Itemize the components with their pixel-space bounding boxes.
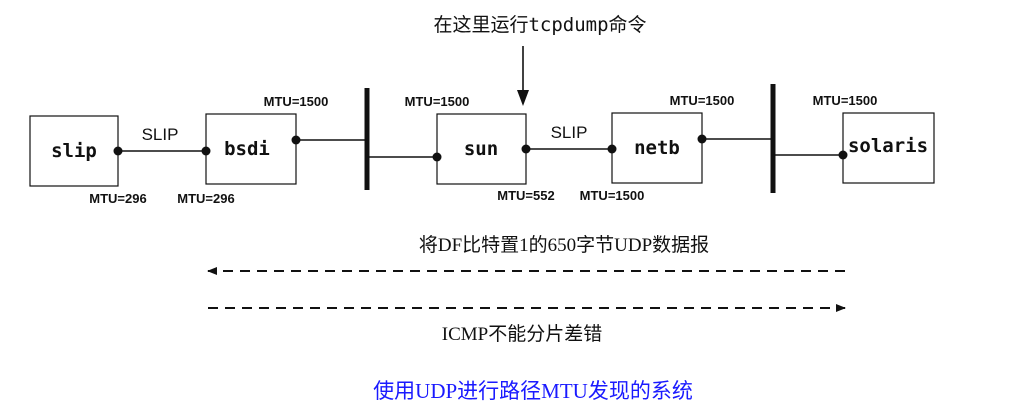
host-label-solaris: solaris: [848, 135, 928, 157]
mtu-label-netb-eth: MTU=1500: [670, 93, 735, 108]
link-label-slip-right: SLIP: [551, 123, 588, 142]
host-label-netb: netb: [634, 137, 680, 159]
host-box-solaris: [842, 112, 935, 184]
interface-dot-slip: [113, 146, 123, 156]
host-box-sun: [436, 113, 527, 185]
mtu-label-netb-slip: MTU=1500: [580, 188, 645, 203]
interface-dot-sun-eth: [432, 152, 442, 162]
interface-dot-solaris: [838, 150, 848, 160]
interface-dot-netb-slip: [607, 144, 617, 154]
host-box-bsdi: [205, 113, 297, 185]
tcpdump-arrow-head: [517, 90, 529, 106]
host-label-bsdi: bsdi: [224, 138, 270, 160]
mtu-label-bsdi-slip: MTU=296: [177, 191, 234, 206]
interface-dot-bsdi-slip: [201, 146, 211, 156]
mtu-label-solaris: MTU=1500: [813, 93, 878, 108]
interface-dot-bsdi-eth: [291, 135, 301, 145]
link-label-slip-left: SLIP: [142, 125, 179, 144]
interface-dot-netb-eth: [697, 134, 707, 144]
mtu-label-bsdi-eth: MTU=1500: [264, 94, 329, 109]
tcpdump-annotation: 在这里运行tcpdump命令: [433, 14, 646, 36]
flow-label-udp-datagram: 将DF比特置1的650字节UDP数据报: [419, 234, 709, 256]
host-label-sun: sun: [464, 138, 498, 160]
host-box-netb: [611, 112, 703, 184]
mtu-label-slip: MTU=296: [89, 191, 146, 206]
interface-dot-sun-slip: [521, 144, 531, 154]
figure-caption: 使用UDP进行路径MTU发现的系统: [373, 379, 693, 403]
mtu-label-sun-eth: MTU=1500: [405, 94, 470, 109]
host-label-slip: slip: [51, 140, 97, 162]
mtu-label-sun-slip: MTU=552: [497, 188, 554, 203]
flow-label-icmp-error: ICMP不能分片差错: [442, 323, 602, 345]
